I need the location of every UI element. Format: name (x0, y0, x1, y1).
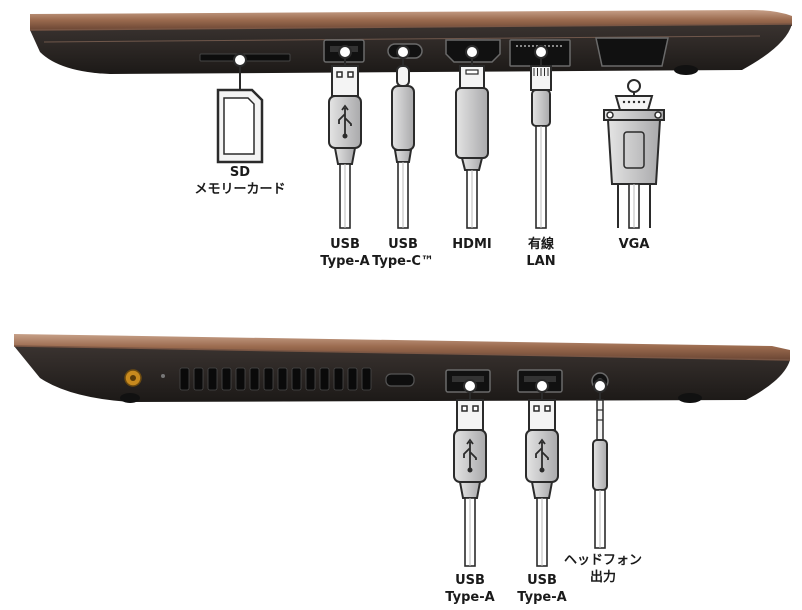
usb-symbol-icon (463, 438, 477, 468)
label-lan-line1: 有線 (527, 237, 555, 252)
vga-connector (603, 79, 665, 229)
label-headphone-line1: ヘッドフォン (563, 553, 643, 568)
label-usb-a-left-1: USB Type-A (445, 572, 494, 606)
label-vga: VGA (619, 236, 650, 253)
label-sd: SD メモリーカード (194, 164, 285, 198)
power-led (161, 374, 165, 378)
vent-slot (221, 367, 232, 391)
laptop-foot-left (120, 393, 140, 403)
label-sd-line2: メモリーカード (194, 182, 286, 197)
headphone-connector (592, 379, 608, 549)
vent-slot (263, 367, 274, 391)
vent-slot (347, 367, 358, 391)
hdmi-connector (455, 45, 489, 229)
label-headphone: ヘッドフォン 出力 (564, 552, 642, 586)
label-usb-a-left-2-line2: Type-A (517, 590, 567, 605)
usb-a-connector-left-2 (525, 379, 559, 567)
laptop-right-side (29, 10, 793, 75)
laptop-foot-right (678, 393, 702, 403)
label-sd-line1: SD (229, 165, 251, 180)
security-lock-slot (385, 373, 415, 387)
vent-slot (277, 367, 288, 391)
usb-a-connector (328, 45, 362, 229)
label-headphone-line2: 出力 (589, 570, 617, 585)
label-usb-a-left-2: USB Type-A (517, 572, 566, 606)
vent-slot (361, 367, 372, 391)
laptop-left-side (13, 334, 791, 403)
vent-slot (249, 367, 260, 391)
vent-slot (291, 367, 302, 391)
vent-slot (333, 367, 344, 391)
label-lan: 有線 LAN (526, 236, 555, 270)
air-vents (179, 367, 372, 391)
label-hdmi-line1: HDMI (452, 237, 492, 252)
label-usb-a-line1: USB (330, 237, 360, 252)
vent-slot (235, 367, 246, 391)
usb-c-connector (391, 45, 415, 229)
label-lan-line2: LAN (526, 254, 556, 269)
label-usb-a-left-1-line1: USB (455, 573, 485, 588)
label-hdmi: HDMI (452, 236, 491, 253)
sd-card-connector (216, 53, 264, 164)
vent-slot (319, 367, 330, 391)
laptop-foot (674, 65, 698, 75)
laptop-lid-edge-left (14, 334, 790, 360)
vent-slot (207, 367, 218, 391)
label-usb-c: USB Type-C™ (372, 236, 434, 270)
label-usb-a: USB Type-A (320, 236, 369, 270)
label-usb-a-left-2-line1: USB (527, 573, 557, 588)
label-vga-line1: VGA (618, 237, 650, 252)
label-usb-a-left-1-line2: Type-A (445, 590, 495, 605)
label-usb-c-line1: USB (388, 237, 418, 252)
label-usb-a-line2: Type-A (320, 254, 370, 269)
lan-connector (530, 45, 552, 229)
vent-slot (193, 367, 204, 391)
usb-symbol-icon (338, 104, 352, 134)
label-usb-c-line2: Type-C™ (372, 254, 434, 269)
usb-a-connector-left-1 (453, 379, 487, 567)
vga-port (595, 37, 669, 67)
vent-slot (179, 367, 190, 391)
usb-symbol-icon (535, 438, 549, 468)
vent-slot (305, 367, 316, 391)
